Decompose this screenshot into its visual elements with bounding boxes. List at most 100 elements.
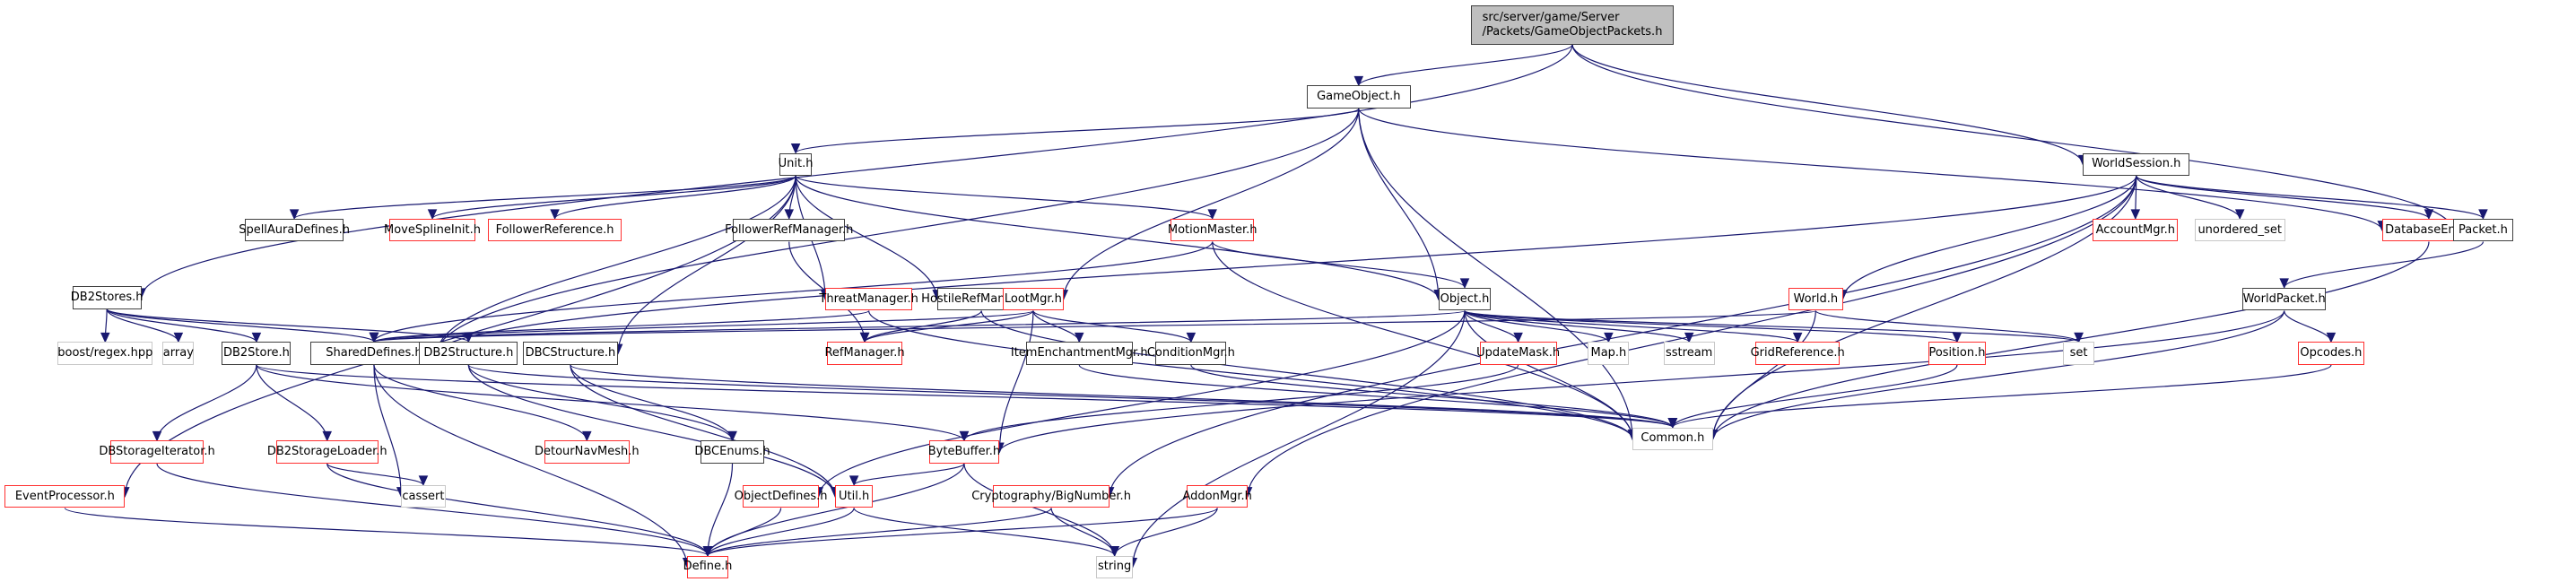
edge-object-to-set bbox=[1464, 309, 2080, 343]
edge-motionmaster-to-object bbox=[1212, 241, 1466, 289]
arrowhead-icon bbox=[582, 430, 592, 442]
graph-node-conditionmgr[interactable]: ConditionMgr.h bbox=[1147, 342, 1235, 365]
arrowhead-icon bbox=[1459, 278, 1470, 290]
graph-node-eventprocessor[interactable]: EventProcessor.h bbox=[4, 484, 126, 508]
edge-worldpacket-to-opcodes bbox=[2284, 310, 2332, 343]
arrowhead-icon bbox=[1074, 332, 1084, 343]
graph-node-threatmanager[interactable]: ThreatManager.h bbox=[819, 287, 918, 311]
graph-node-bytebuffer[interactable]: ByteBuffer.h bbox=[928, 440, 1000, 464]
graph-node-motionmaster[interactable]: MotionMaster.h bbox=[1168, 218, 1258, 242]
edge-dbcstructure-to-dbcenums bbox=[570, 364, 734, 441]
graph-node-movesplineinit[interactable]: MoveSplineInit.h bbox=[384, 218, 481, 242]
graph-node-followerreference[interactable]: FollowerReference.h bbox=[488, 218, 622, 242]
arrowhead-icon bbox=[859, 332, 870, 343]
graph-node-worldsession[interactable]: WorldSession.h bbox=[2083, 152, 2190, 177]
graph-node-shareddefines[interactable]: SharedDefines.h bbox=[310, 342, 438, 365]
graph-node-bignumber[interactable]: Cryptography/BigNumber.h bbox=[971, 484, 1131, 508]
graph-node-db2structure[interactable]: DB2Structure.h bbox=[419, 342, 518, 365]
edge-object-to-gridreference bbox=[1464, 309, 1798, 343]
graph-node-opcodes[interactable]: Opcodes.h bbox=[2298, 342, 2364, 365]
edge-db2store-to-common bbox=[256, 364, 1674, 429]
graph-node-position[interactable]: Position.h bbox=[1928, 342, 1987, 365]
graph-node-db2stores[interactable]: DB2Stores.h bbox=[71, 286, 143, 309]
graph-node-spellauradefines[interactable]: SpellAuraDefines.h bbox=[239, 218, 350, 242]
arrowhead-icon bbox=[2074, 332, 2084, 343]
arrowhead-icon bbox=[2130, 209, 2141, 221]
edge-addonmgr-to-define bbox=[707, 507, 1218, 557]
edge-position-to-common bbox=[1672, 364, 1958, 428]
graph-node-followerrefmanager[interactable]: FollowerRefManager.h bbox=[725, 218, 853, 242]
edge-bignumber-to-define bbox=[707, 507, 1052, 557]
edge-root-to-packet bbox=[1571, 44, 2454, 230]
graph-node-packet[interactable]: Packet.h bbox=[2452, 218, 2514, 242]
graph-node-db2store[interactable]: DB2Store.h bbox=[222, 342, 292, 365]
edge-gameobject-to-object bbox=[1358, 108, 1440, 300]
edge-bytebuffer-to-util bbox=[853, 463, 965, 486]
edge-worldsession-to-unordered_set bbox=[2136, 175, 2241, 220]
edge-bignumber-to-string bbox=[1050, 508, 1116, 556]
graph-node-root[interactable]: src/server/game/Server /Packets/GameObje… bbox=[1471, 4, 1674, 45]
edge-db2storageloader-to-define bbox=[326, 463, 709, 556]
edge-dbcenums-to-define bbox=[707, 463, 734, 556]
edge-hostilerefmanager-to-common bbox=[980, 310, 1633, 439]
graph-node-string[interactable]: string bbox=[1096, 555, 1133, 579]
graph-node-sstream[interactable]: sstream bbox=[1663, 342, 1715, 365]
graph-node-refmanager[interactable]: RefManager.h bbox=[824, 342, 905, 365]
edge-motionmaster-to-shareddefines bbox=[373, 241, 1214, 343]
graph-node-updatemask[interactable]: UpdateMask.h bbox=[1476, 342, 1560, 365]
edge-shareddefines-to-define bbox=[373, 364, 688, 568]
graph-node-itemenchantmentmgr[interactable]: ItemEnchantmentMgr.h bbox=[1011, 342, 1148, 365]
edge-bytebuffer-to-define bbox=[707, 463, 965, 556]
edge-db2stores-to-shareddefines bbox=[106, 308, 375, 343]
edge-worldsession-to-databaseenv bbox=[2136, 175, 2430, 220]
graph-node-detournavmesh[interactable]: DetourNavMesh.h bbox=[535, 440, 640, 464]
graph-node-cassert[interactable]: cassert bbox=[401, 484, 446, 508]
arrowhead-icon bbox=[1186, 332, 1197, 343]
edge-threatmanager-to-shareddefines bbox=[373, 309, 870, 343]
graph-node-world[interactable]: World.h bbox=[1788, 287, 1843, 311]
graph-node-db2storageloader[interactable]: DB2StorageLoader.h bbox=[267, 440, 387, 464]
arrowhead-icon bbox=[152, 430, 162, 442]
graph-node-addonmgr[interactable]: AddonMgr.h bbox=[1183, 484, 1252, 508]
graph-node-boost-regex[interactable]: boost/regex.hpp bbox=[57, 342, 153, 365]
edge-itemenchantmentmgr-to-common bbox=[1078, 364, 1674, 429]
edge-lootmgr-to-bytebuffer bbox=[998, 310, 1034, 453]
graph-node-define[interactable]: Define.h bbox=[683, 555, 732, 579]
graph-node-set[interactable]: set bbox=[2063, 342, 2094, 365]
arrowhead-icon bbox=[702, 546, 713, 557]
graph-node-worldpacket[interactable]: WorldPacket.h bbox=[2241, 287, 2327, 311]
edge-objectdefines-to-define bbox=[707, 508, 782, 556]
graph-node-util[interactable]: Util.h bbox=[835, 484, 874, 508]
edge-root-to-db2stores bbox=[141, 44, 1573, 298]
graph-node-common[interactable]: Common.h bbox=[1632, 427, 1713, 451]
graph-node-gameobject[interactable]: GameObject.h bbox=[1307, 85, 1411, 109]
edge-databaseenv-to-common bbox=[1712, 241, 2430, 439]
edge-object-to-objectdefines bbox=[818, 310, 1466, 497]
arrowhead-icon bbox=[790, 143, 801, 154]
edge-unit-to-object bbox=[795, 176, 1440, 300]
graph-node-unordered-set[interactable]: unordered_set bbox=[2194, 218, 2285, 242]
graph-node-gridreference[interactable]: GridReference.h bbox=[1751, 342, 1845, 365]
graph-node-accountmgr[interactable]: AccountMgr.h bbox=[2093, 218, 2179, 242]
arrowhead-icon bbox=[173, 332, 184, 343]
edge-world-to-common bbox=[1712, 310, 1816, 439]
edge-worldsession-to-packet bbox=[2136, 175, 2485, 220]
graph-node-dbcstructure[interactable]: DBCStructure.h bbox=[522, 342, 619, 365]
graph-node-dbcenums[interactable]: DBCEnums.h bbox=[694, 440, 770, 464]
graph-node-object[interactable]: Object.h bbox=[1438, 287, 1492, 311]
arrowhead-icon bbox=[784, 209, 795, 221]
graph-node-dbstorageiterator[interactable]: DBStorageIterator.h bbox=[99, 440, 215, 464]
graph-node-array[interactable]: array bbox=[162, 342, 195, 365]
edge-unit-to-dbcstructure bbox=[617, 176, 796, 354]
edge-eventprocessor-to-define bbox=[64, 507, 709, 557]
graph-node-objectdefines[interactable]: ObjectDefines.h bbox=[735, 484, 828, 508]
graph-node-unit[interactable]: Unit.h bbox=[779, 152, 813, 177]
edge-unit-to-shareddefines bbox=[436, 176, 796, 354]
arrowhead-icon bbox=[2478, 209, 2488, 221]
edge-db2structure-to-dbcenums bbox=[467, 364, 734, 441]
graph-node-map[interactable]: Map.h bbox=[1588, 342, 1630, 365]
edge-shareddefines-to-cassert bbox=[373, 364, 402, 497]
arrowhead-icon bbox=[550, 209, 560, 221]
edge-util-to-string bbox=[853, 508, 1116, 556]
graph-node-lootmgr[interactable]: LootMgr.h bbox=[1003, 287, 1064, 311]
